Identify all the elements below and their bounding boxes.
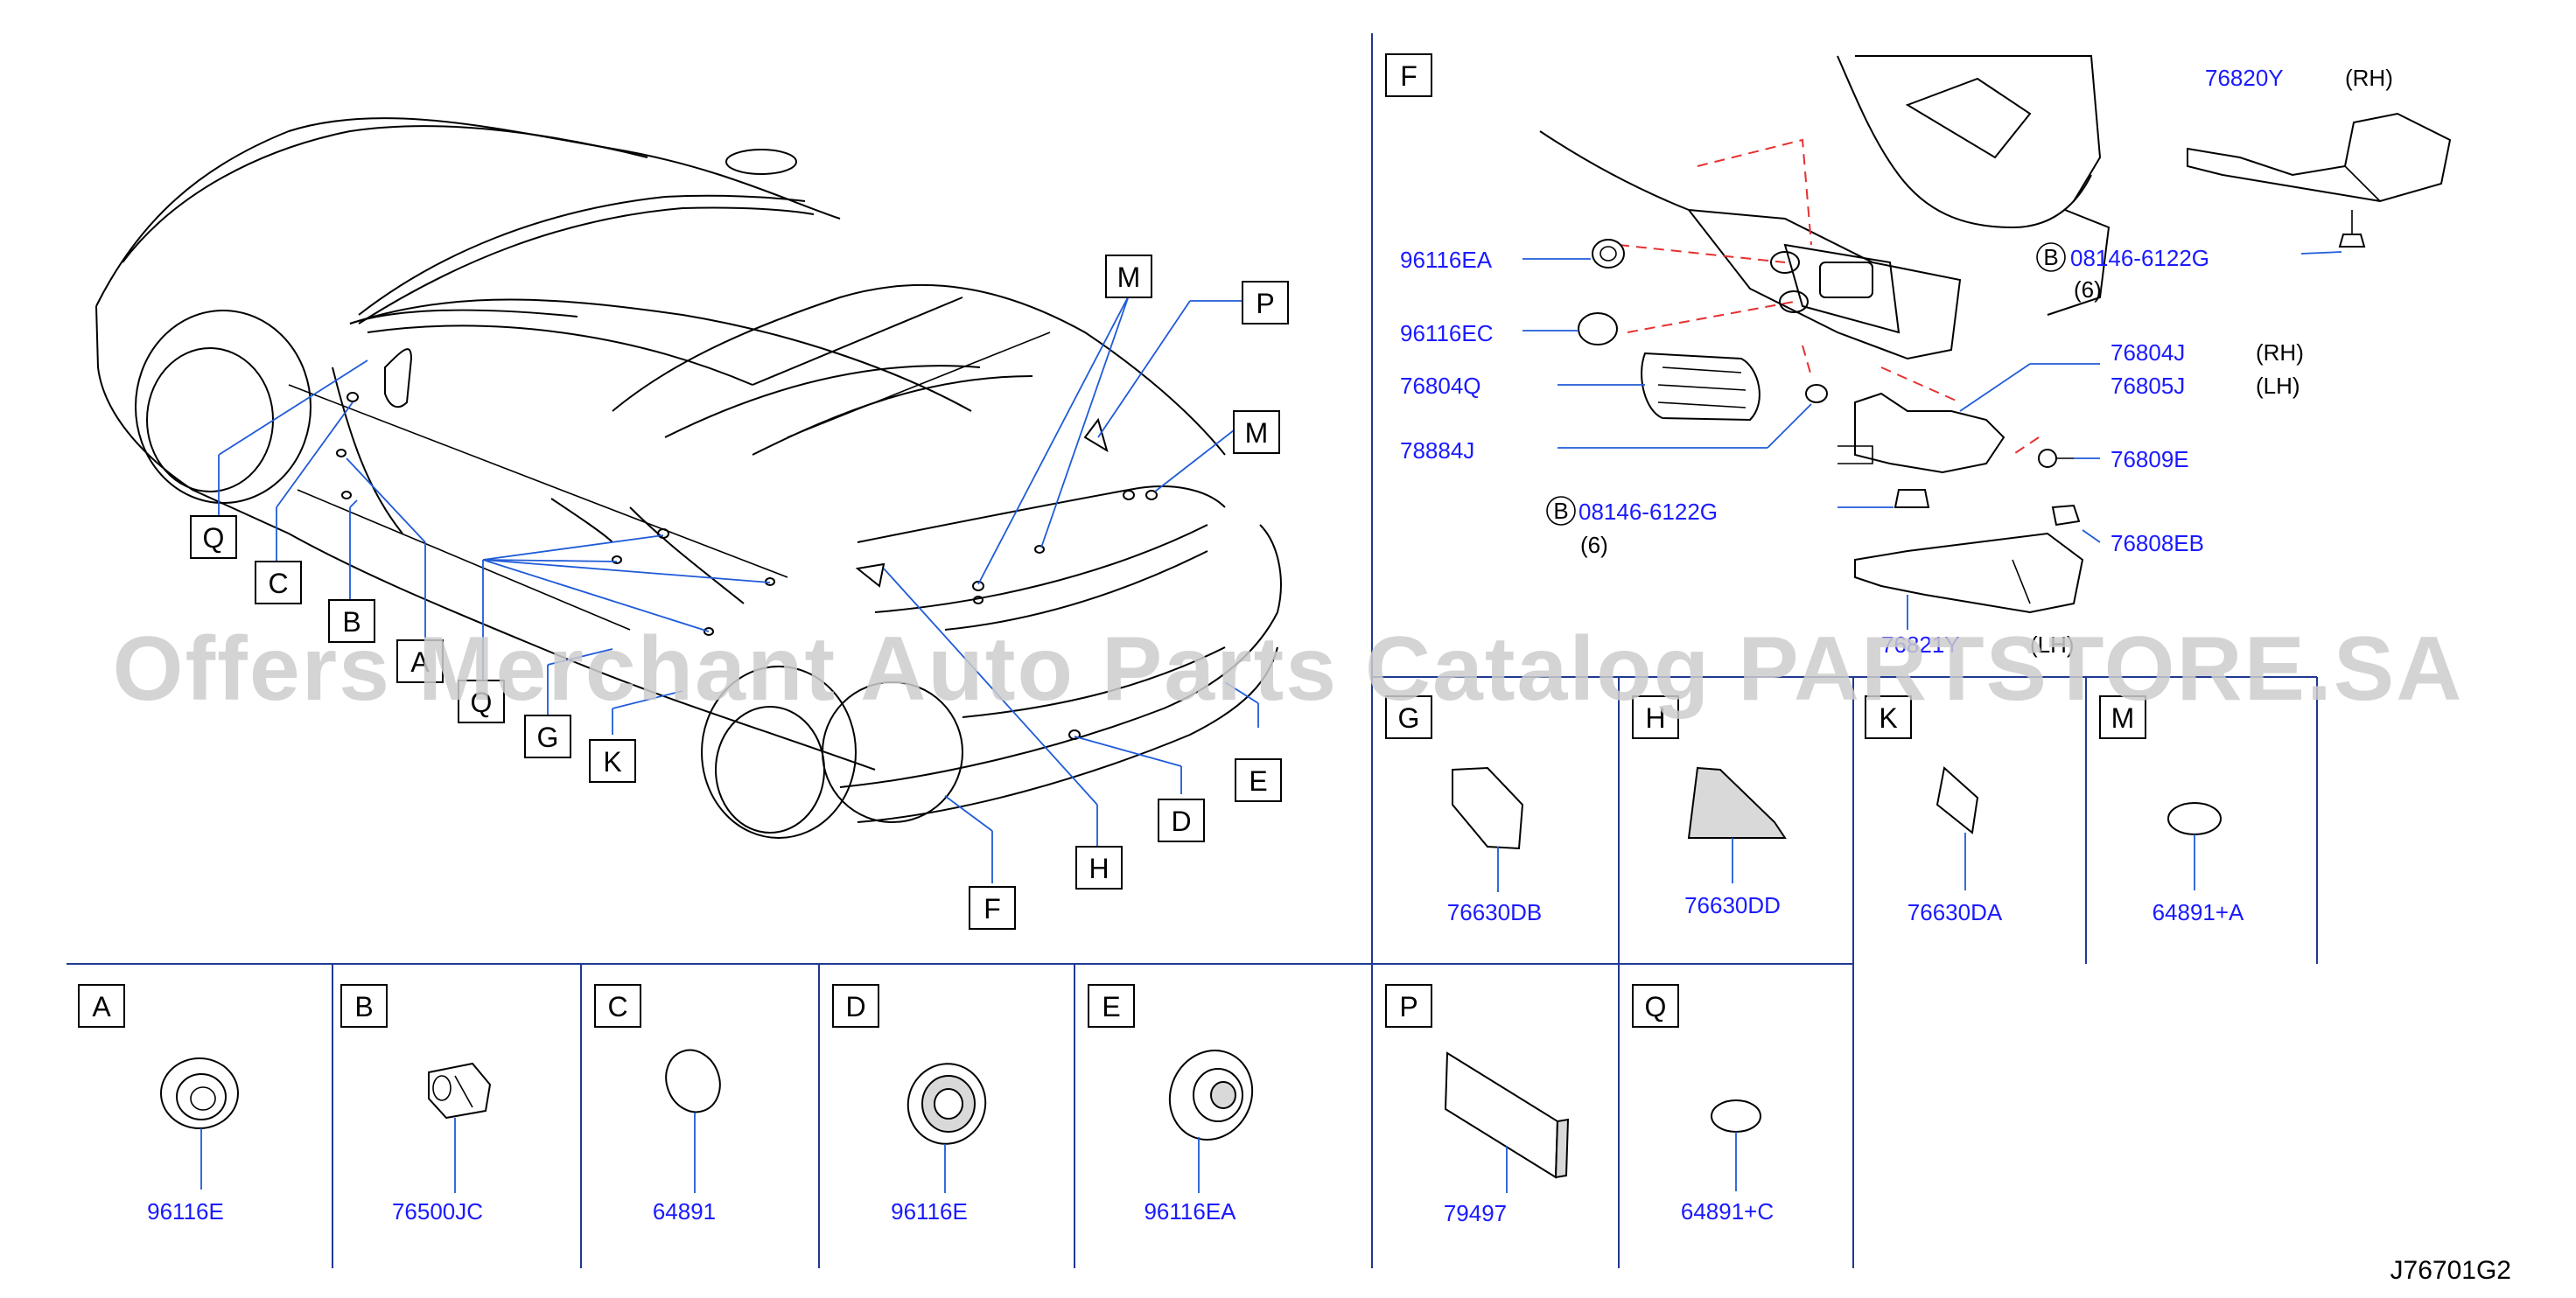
panel-p: P 79497 [1385,984,1570,1226]
svg-text:K: K [603,746,621,778]
panel-d: D 96116E [832,984,987,1225]
svg-text:96116E: 96116E [147,1198,224,1225]
callout-box-h: H [1075,846,1123,890]
svg-text:(RH): (RH) [2256,339,2304,366]
svg-text:D: D [845,991,865,1022]
car-leader-lines [218,295,1259,883]
panel-e: E 96116EA [1088,984,1254,1225]
callout-box-m1: M [1105,255,1152,298]
svg-text:G: G [1398,702,1420,734]
label-76808EB: 76808EB [2110,530,2204,556]
svg-text:(LH): (LH) [2256,373,2300,399]
svg-text:Q: Q [203,522,225,554]
watermark: Offers Merchant Auto Parts Catalog PARTS… [113,618,2464,720]
label-08146-bot: 08146-6122G [1578,499,1718,525]
svg-text:E: E [1102,991,1120,1022]
svg-text:H: H [1645,702,1665,734]
svg-text:76630DA: 76630DA [1908,899,2003,925]
label-76820Y: 76820Y [2205,65,2284,91]
svg-text:A: A [410,646,430,678]
svg-text:P: P [1399,991,1418,1022]
svg-text:C: C [607,991,627,1022]
label-78884J: 78884J [1400,437,1474,464]
svg-text:76630DD: 76630DD [1684,892,1781,918]
svg-text:96116EA: 96116EA [1144,1198,1236,1225]
panel-m: M 64891+A [2099,695,2244,925]
svg-text:Q: Q [1645,991,1667,1022]
svg-text:(6): (6) [2074,276,2102,303]
svg-text:B: B [1553,498,1568,524]
car-illustration [95,117,1282,839]
svg-text:M: M [1245,417,1269,449]
callout-box-m2: M [1233,410,1280,454]
svg-text:F: F [1400,60,1418,92]
label-76821Y: 76821Y [1881,632,1960,658]
panel-c: C 64891 [594,984,721,1225]
label-76809E: 76809E [2110,446,2189,472]
panel-h: H 76630DD [1632,695,1787,918]
callout-box-p: P [1242,281,1289,324]
callout-box-a: A [396,639,444,683]
callout-box-g: G [524,715,571,758]
panel-frame [66,33,2318,1268]
svg-text:(RH): (RH) [2345,65,2393,91]
callout-box-e: E [1235,758,1282,802]
svg-text:F: F [984,893,1001,925]
callout-box-b: B [328,599,375,643]
panel-b: B 76500JC [340,984,492,1225]
panel-f: F 96116EA 96116EC 76804 [1385,53,2452,658]
callout-box-q1: Q [190,515,237,559]
callout-box-c: C [255,561,302,604]
diagram-id: J76701G2 [2390,1256,2511,1285]
label-08146-top: 08146-6122G [2070,245,2209,271]
svg-text:H: H [1088,853,1109,884]
label-96116EC: 96116EC [1400,320,1494,346]
svg-text:D: D [1171,806,1191,837]
svg-text:Q: Q [471,687,493,718]
svg-text:64891+A: 64891+A [2152,899,2244,925]
svg-text:K: K [1879,702,1897,734]
callout-box-d: D [1158,799,1205,842]
svg-text:M: M [2111,702,2135,734]
svg-text:G: G [537,722,559,753]
label-76805J: 76805J [2110,373,2185,399]
svg-text:M: M [1117,262,1141,293]
callout-box-q2: Q [458,680,505,723]
svg-text:(LH): (LH) [2030,632,2075,658]
callout-box-f: F [969,886,1016,930]
svg-text:(6): (6) [1580,532,1608,558]
svg-text:C: C [268,568,288,599]
svg-text:B: B [2043,244,2058,270]
svg-text:B: B [342,606,360,638]
panel-k: K 76630DA [1865,695,2003,925]
svg-text:79497: 79497 [1444,1200,1507,1226]
svg-text:B: B [354,991,373,1022]
svg-text:76630DB: 76630DB [1447,899,1542,925]
svg-text:64891+C: 64891+C [1681,1198,1774,1225]
svg-text:64891: 64891 [653,1198,716,1225]
panel-g: G 76630DB [1385,695,1542,925]
label-76804J: 76804J [2110,339,2185,366]
svg-text:76500JC: 76500JC [392,1198,483,1225]
panel-a: A 96116E [78,984,239,1225]
label-96116EA: 96116EA [1400,247,1493,273]
svg-text:A: A [92,991,111,1022]
svg-text:P: P [1256,288,1274,319]
callout-box-k: K [589,739,636,783]
label-76804Q: 76804Q [1400,373,1481,399]
svg-text:E: E [1249,765,1267,797]
panel-q: Q 64891+C [1632,984,1774,1225]
svg-text:96116E: 96116E [891,1198,968,1225]
